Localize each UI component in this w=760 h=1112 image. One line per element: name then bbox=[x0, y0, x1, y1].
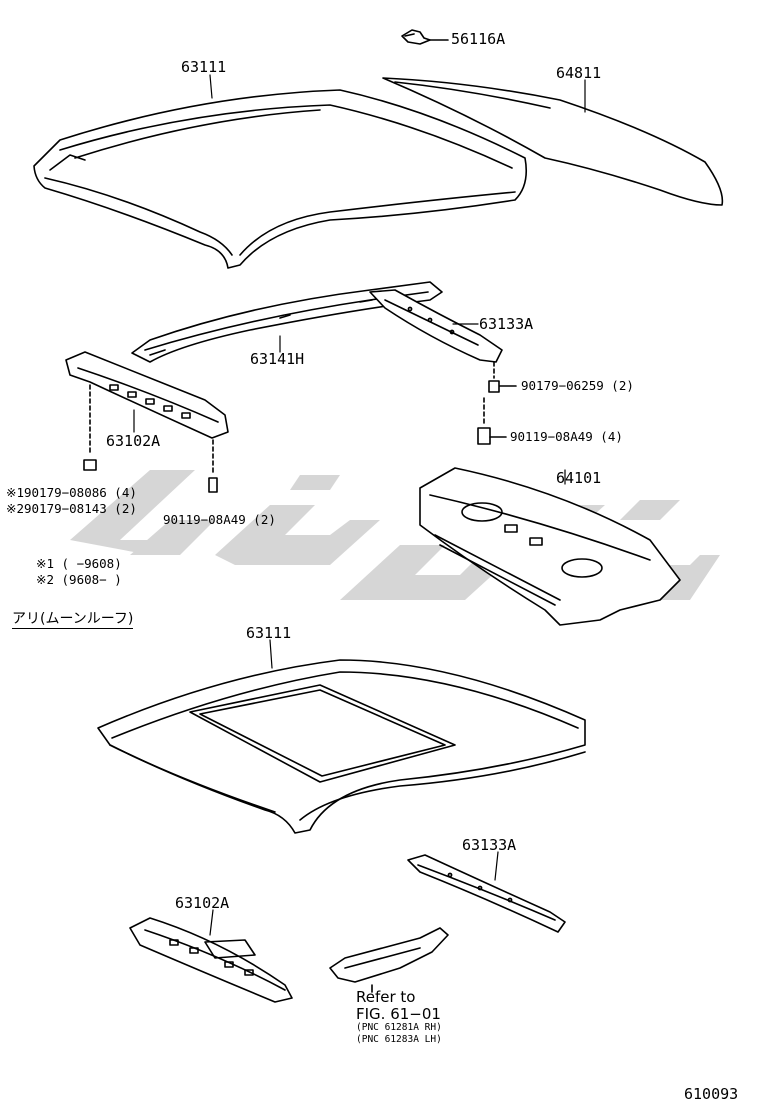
fastener-nut-left bbox=[83, 384, 97, 471]
figure-reference: FIG. 61−01 bbox=[356, 1005, 441, 1023]
roof-bow-63141h bbox=[131, 281, 443, 363]
package-tray-panel bbox=[419, 467, 681, 626]
part-label-56116a: 56116A bbox=[451, 30, 506, 48]
pnc-lh: (PNC 61283A LH) bbox=[356, 1034, 442, 1045]
moonroof-section-header: アリ(ムーンルーフ) bbox=[12, 611, 134, 629]
part-label-63102a-bottom: 63102A bbox=[175, 894, 230, 912]
roof-panel-top bbox=[33, 89, 528, 269]
part-label-90119-08a49-left: 90119−08A49 (2) bbox=[163, 512, 276, 527]
part-label-note1: ※190179−08086 (4) bbox=[6, 485, 137, 500]
fastener-bolt-right bbox=[477, 397, 507, 445]
part-label-90119-08a49-right: 90119−08A49 (4) bbox=[510, 429, 623, 444]
date-range-note1: ※1 ( −9608) bbox=[36, 556, 122, 571]
part-label-63133a-top: 63133A bbox=[479, 315, 534, 333]
back-window-glass bbox=[382, 77, 724, 206]
part-label-63102a-top: 63102A bbox=[106, 432, 161, 450]
part-label-90179-06259: 90179−06259 (2) bbox=[521, 378, 634, 393]
roof-bow-63102a-top bbox=[65, 351, 229, 439]
part-label-64101: 64101 bbox=[556, 469, 602, 487]
refer-to-text: Refer to bbox=[356, 988, 416, 1006]
pnc-rh: (PNC 61281A RH) bbox=[356, 1022, 442, 1033]
roof-panel-moonroof bbox=[97, 659, 586, 834]
part-label-63111-bottom: 63111 bbox=[246, 624, 292, 642]
fastener-bolt-left bbox=[208, 439, 218, 493]
fastener-nut-right bbox=[488, 361, 517, 393]
roof-bow-63102a-bottom bbox=[129, 917, 293, 1003]
part-label-63111-top: 63111 bbox=[181, 58, 227, 76]
roof-bow-63133a-top bbox=[369, 289, 503, 363]
roof-bow-63133a-bottom bbox=[407, 854, 566, 933]
part-label-note2: ※290179−08143 (2) bbox=[6, 501, 137, 516]
part-label-63141h: 63141H bbox=[250, 350, 305, 368]
clip-56116a bbox=[401, 29, 449, 45]
leader-lines bbox=[133, 74, 586, 936]
part-label-63133a-bottom: 63133A bbox=[462, 836, 517, 854]
figure-number: 610093 bbox=[684, 1085, 739, 1103]
side-bracket-reference bbox=[329, 927, 449, 993]
date-range-note2: ※2 (9608− ) bbox=[36, 572, 122, 587]
part-label-64811: 64811 bbox=[556, 64, 602, 82]
